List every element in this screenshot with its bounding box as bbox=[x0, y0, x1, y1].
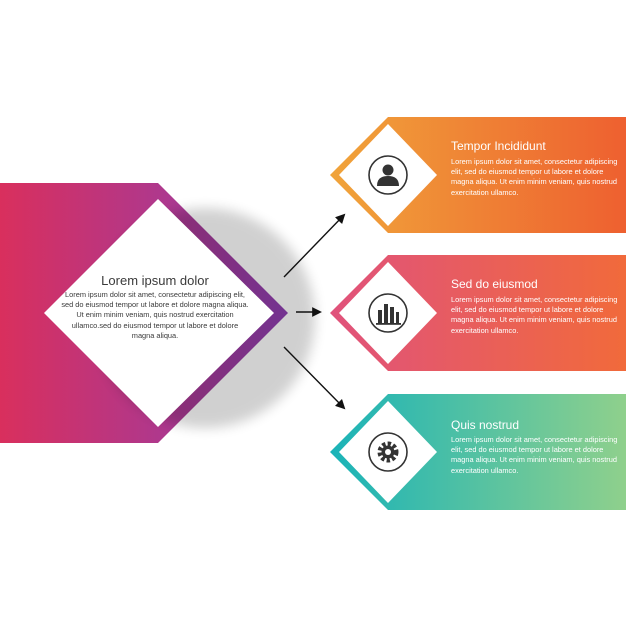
item-1-body: Lorem ipsum dolor sit amet, consectetur … bbox=[451, 157, 618, 197]
main-body-text: Lorem ipsum dolor sit amet, consectetur … bbox=[61, 290, 249, 340]
arrow-to-item-3 bbox=[283, 346, 346, 410]
item-1-title: Tempor Incididunt bbox=[451, 139, 546, 153]
item-2-body: Lorem ipsum dolor sit amet, consectetur … bbox=[451, 295, 618, 335]
main-title: Lorem ipsum dolor bbox=[101, 273, 209, 288]
item-3-title: Quis nostrud bbox=[451, 418, 520, 432]
arrow-to-item-1 bbox=[283, 213, 346, 278]
gear-icon bbox=[377, 441, 399, 463]
main-diamond bbox=[44, 199, 274, 427]
item-2-icon-ring bbox=[368, 293, 408, 333]
item-3-icon-ring bbox=[368, 432, 408, 472]
item-2-title: Sed do eiusmod bbox=[451, 277, 538, 291]
bar-chart-icon bbox=[376, 304, 401, 325]
item-3-body: Lorem ipsum dolor sit amet, consectetur … bbox=[451, 435, 618, 475]
user-icon bbox=[377, 164, 399, 186]
item-1-icon-ring bbox=[368, 155, 408, 195]
